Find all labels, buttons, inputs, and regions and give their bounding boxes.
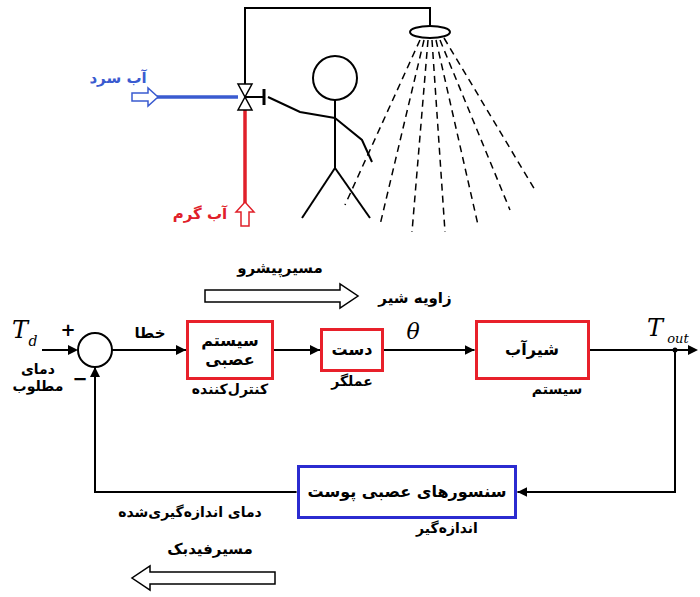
path-label: مسیرپیشرو <box>237 259 323 277</box>
signal-label: زاویه شیر <box>378 289 451 307</box>
summing-junction <box>78 333 112 367</box>
pipe-label: آب سرد <box>89 69 146 87</box>
water-spray <box>345 38 535 232</box>
hot-water-pipe <box>243 108 247 205</box>
sign-label: + <box>60 319 75 341</box>
path-label: مسیرفیدبک <box>167 540 253 558</box>
connector-label: θ <box>404 319 421 345</box>
person-head <box>313 56 357 100</box>
shower-pipe <box>245 8 430 85</box>
box-caption: عملگر <box>331 373 373 389</box>
forward-path-arrow <box>205 284 358 308</box>
signal-label: دمای اندازه‌گیری‌شده <box>116 504 264 521</box>
branch-point <box>673 348 678 353</box>
plant-box: شیرآبسیستم <box>475 320 590 380</box>
cold-flow-arrow <box>132 88 158 106</box>
arrowhead <box>688 345 698 355</box>
actuator-box: دستعملگر <box>320 328 384 372</box>
box-caption: کنترل‌کننده <box>192 381 268 397</box>
signal-label: زاویه شیر <box>378 289 451 307</box>
signal-label: دمای مطلوب <box>9 361 67 395</box>
signal-label: دمای مطلوب <box>9 361 67 395</box>
pipe-label: آب گرم <box>173 205 228 223</box>
sign-label: − <box>72 368 87 390</box>
signal-symbol: θ <box>404 319 421 345</box>
box-label: دست <box>332 340 373 359</box>
signal-label: خطا <box>134 324 165 342</box>
controller-box: سیستم عصبیکنترل‌کننده <box>186 320 274 380</box>
box-label: سیستم عصبی <box>197 331 263 369</box>
signal-symbol: T <box>12 316 28 345</box>
path-label: مسیرپیشرو <box>237 259 323 277</box>
signal-symbol: T <box>647 314 663 343</box>
pipe-label: آب سرد <box>89 69 146 87</box>
cold-water-pipe <box>152 95 238 99</box>
signal-connector <box>274 349 320 351</box>
input-line <box>42 349 70 351</box>
signal-subscript: out <box>667 331 688 347</box>
person-leg <box>302 168 335 218</box>
box-label: سنسورهای عصبی پوست <box>308 482 507 501</box>
person-arm <box>335 118 372 162</box>
signal-label: خطا <box>134 324 165 342</box>
arrowhead <box>90 367 100 377</box>
signal-symbol: T <box>647 314 663 343</box>
arrowhead <box>68 345 78 355</box>
signal-connector <box>384 349 475 351</box>
signal-subscript: d <box>29 333 38 350</box>
pipe-label: آب گرم <box>173 205 228 223</box>
path-label: مسیرفیدبک <box>167 540 253 558</box>
shower-figure <box>245 8 535 232</box>
sign-label: − <box>72 368 87 390</box>
person-body <box>334 100 336 168</box>
person-leg <box>335 168 370 218</box>
mixing-valve <box>238 84 264 110</box>
box-caption: اندازه‌گیر <box>416 520 478 536</box>
signal-subscript: d <box>29 333 38 350</box>
box-caption: سیستم <box>532 381 582 397</box>
person-arm <box>268 97 335 118</box>
sensor-box: سنسورهای عصبی پوستاندازه‌گیر <box>297 465 518 519</box>
hot-flow-arrow <box>236 202 254 226</box>
connector-label: دمای اندازه‌گیری‌شده <box>116 504 264 521</box>
shower-head <box>410 26 450 38</box>
feedback-path-arrow <box>132 566 275 590</box>
box-label: شیرآب <box>505 340 559 359</box>
sign-label: + <box>60 319 75 341</box>
signal-subscript: out <box>667 331 688 347</box>
signal-symbol: T <box>12 316 28 345</box>
